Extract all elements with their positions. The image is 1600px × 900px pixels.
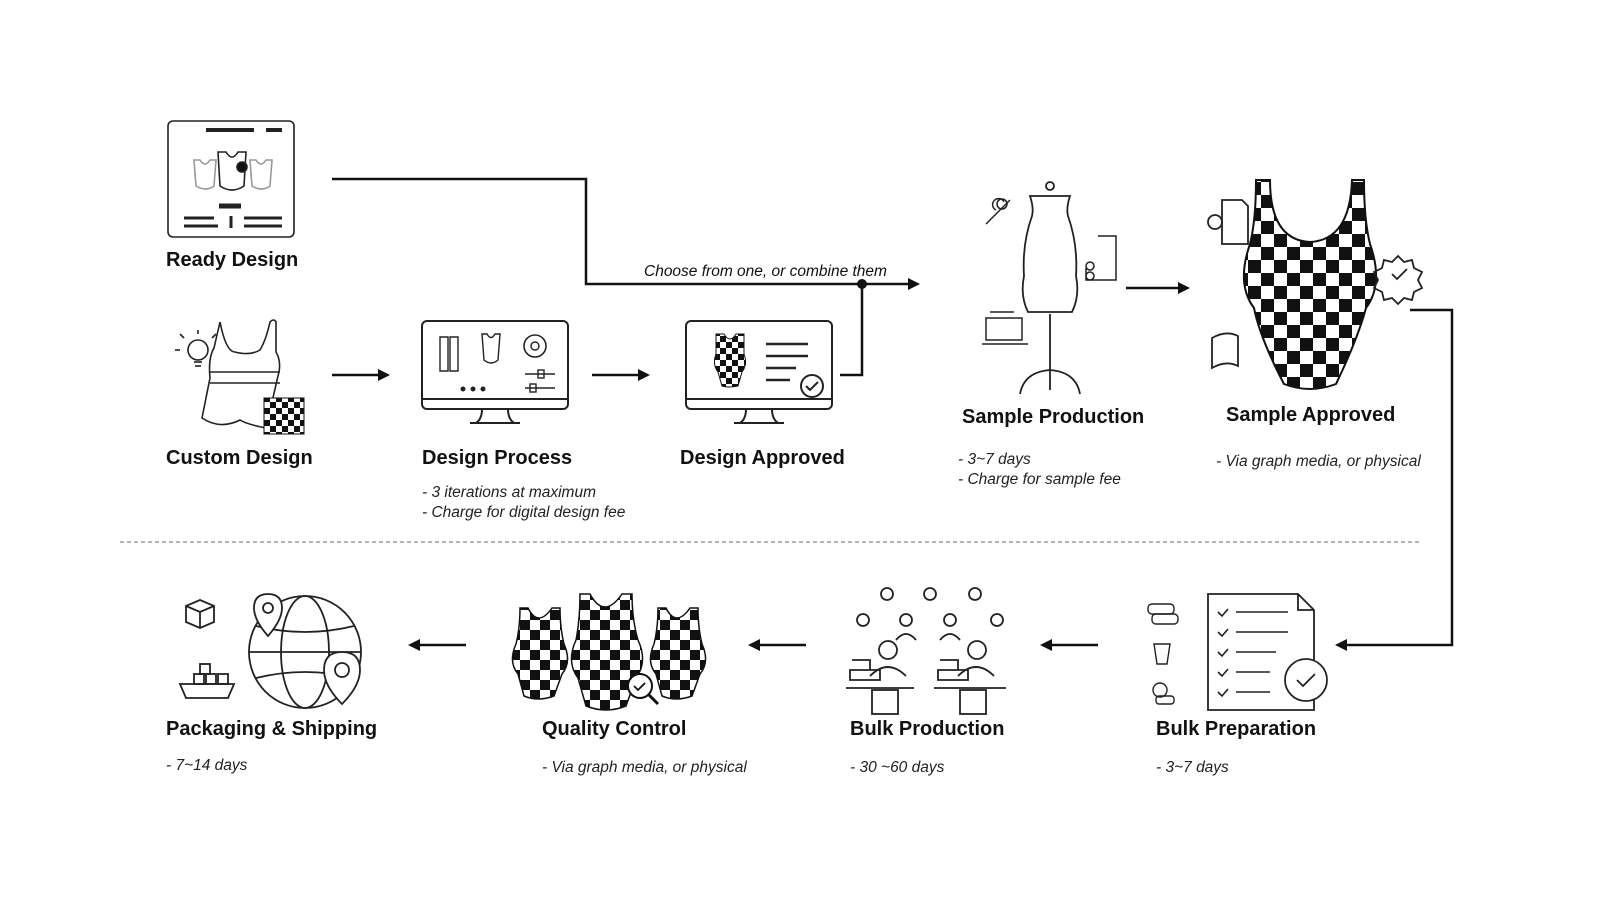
design-process-notes: - 3 iterations at maximum - Charge for d…	[422, 483, 625, 523]
sample-approved-title: Sample Approved	[1226, 404, 1396, 426]
sample-production-note: - Charge for sample fee	[958, 471, 1121, 488]
ready-design-connector	[332, 177, 910, 286]
connector-caption: Choose from one, or combine them	[644, 263, 887, 280]
packaging-shipping-title: Packaging & Shipping	[166, 718, 378, 740]
bulk-production-title: Bulk Production	[850, 718, 1005, 740]
junction-dot	[857, 279, 867, 289]
checklist-materials-icon	[1147, 593, 1328, 711]
custom-swimsuit-idea-icon	[175, 319, 305, 435]
approved-design-monitor-icon	[685, 320, 833, 424]
packaging-shipping-notes: - 7~14 days	[166, 756, 247, 776]
design-approved-title: Design Approved	[680, 447, 845, 469]
quality-control-title: Quality Control	[542, 718, 687, 740]
arrowheads	[378, 278, 1347, 651]
bulk-preparation-title: Bulk Preparation	[1156, 718, 1317, 740]
sample-production-note: - 3~7 days	[958, 451, 1031, 468]
sample-production-title: Sample Production	[962, 406, 1145, 428]
sample-production-notes: - 3~7 days - Charge for sample fee	[958, 450, 1121, 490]
swimsuits-inspection-icon	[511, 593, 707, 711]
quality-control-notes: - Via graph media, or physical	[542, 758, 747, 778]
bulk-production-notes: - 30 ~60 days	[850, 758, 944, 778]
design-approved-connector	[840, 284, 864, 377]
design-process-note: - Charge for digital design fee	[422, 504, 626, 521]
design-process-title: Design Process	[422, 447, 573, 469]
website-catalog-icon	[167, 120, 295, 238]
custom-design-title: Custom Design	[166, 447, 313, 469]
connectors	[332, 177, 1454, 647]
ready-design-title: Ready Design	[166, 249, 299, 271]
sample-approved-notes: - Via graph media, or physical	[1216, 452, 1421, 472]
bulk-production-note: - 30 ~60 days	[850, 759, 945, 776]
packaging-shipping-note: - 7~14 days	[166, 757, 248, 774]
sewing-workers-icon	[846, 587, 1006, 715]
checkered-swimsuit-approved-icon	[1207, 179, 1424, 390]
sample-approved-note: - Via graph media, or physical	[1216, 453, 1421, 470]
global-shipping-icon	[178, 593, 362, 709]
design-process-note: - 3 iterations at maximum	[422, 484, 596, 501]
dress-form-sewing-icon	[982, 181, 1117, 395]
sample-approved-to-bulk-connector	[1345, 308, 1454, 647]
design-monitor-icon	[421, 320, 569, 424]
bulk-preparation-notes: - 3~7 days	[1156, 758, 1229, 778]
quality-control-note: - Via graph media, or physical	[542, 759, 747, 776]
bulk-preparation-note: - 3~7 days	[1156, 759, 1229, 776]
